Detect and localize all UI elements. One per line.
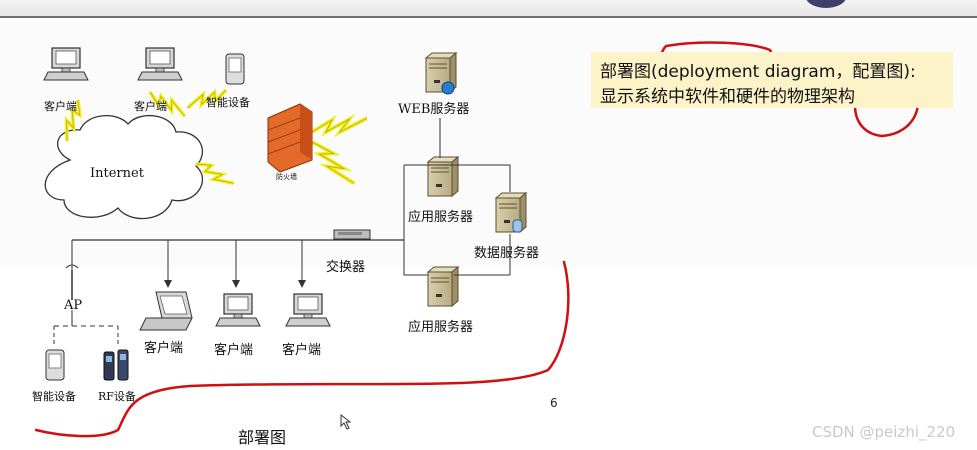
rf-device-icon — [103, 349, 129, 381]
internet-label: Internet — [90, 166, 144, 181]
mouse-cursor-icon — [340, 414, 352, 430]
firewall-label: 防火墙 — [276, 173, 297, 181]
note-line-2: 显示系统中软件和硬件的物理架构 — [600, 87, 855, 107]
client-label-5: 客户端 — [282, 343, 322, 358]
client-label-4: 客户端 — [214, 343, 254, 358]
smart-device-top-label: 智能设备 — [206, 96, 250, 109]
top-bar — [0, 0, 977, 18]
definition-note — [591, 52, 953, 108]
page-number: 6 — [550, 396, 558, 410]
ap-label: AP — [64, 298, 83, 313]
laptop-icon — [139, 291, 193, 331]
figure-caption: 部署图 — [238, 428, 287, 447]
app-server-1-icon — [427, 156, 459, 197]
globe-icon — [441, 81, 455, 95]
database-icon — [512, 219, 523, 233]
smart-device-top-icon — [225, 53, 245, 85]
internet-cloud — [44, 114, 204, 220]
app-server-1-label: 应用服务器 — [408, 210, 474, 225]
rf-device-label: RF设备 — [98, 390, 136, 403]
topbar-decoration — [806, 0, 846, 8]
link-bolt-6 — [305, 142, 362, 183]
note-line-1: 部署图(deployment diagram，配置图): — [600, 62, 916, 82]
client-pc-4-icon — [215, 293, 261, 327]
client-label-2: 客户端 — [134, 100, 167, 113]
client-label-3: 客户端 — [144, 341, 184, 356]
switch-icon — [333, 229, 371, 240]
app-server-2-label: 应用服务器 — [408, 320, 474, 335]
switch-label: 交换器 — [326, 260, 366, 275]
ap-icon — [65, 264, 79, 300]
watermark: CSDN @peizhi_220 — [812, 423, 956, 441]
client-label-1: 客户端 — [44, 100, 77, 113]
app-server-2-icon — [427, 266, 459, 307]
annotation-diagram-boundary — [34, 260, 570, 438]
web-server-label: WEB服务器 — [398, 102, 470, 117]
db-server-label: 数据服务器 — [474, 246, 540, 261]
client-pc-1-icon — [43, 47, 89, 81]
firewall-icon — [267, 103, 313, 173]
client-pc-5-icon — [285, 293, 331, 327]
smart-device-bottom-label: 智能设备 — [32, 390, 76, 403]
client-pc-2-icon — [137, 47, 183, 81]
smart-device-bottom-icon — [45, 349, 65, 381]
